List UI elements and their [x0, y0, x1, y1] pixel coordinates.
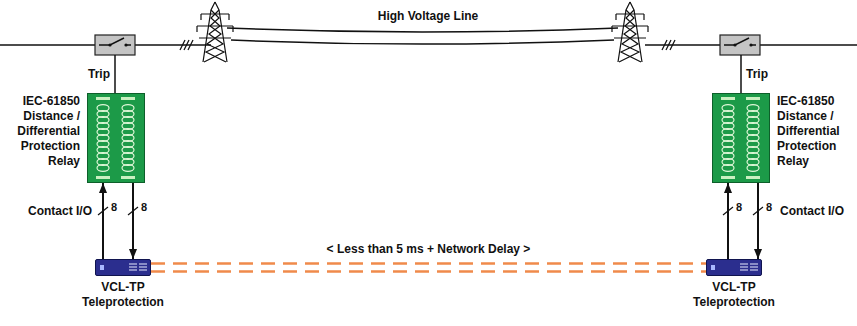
transmission-tower-part [197, 14, 233, 38]
io-label: Contact I/O [28, 204, 92, 218]
contact-io-arrow [758, 183, 759, 259]
device-panel-part [139, 264, 147, 265]
device-panel [96, 260, 150, 275]
circuit-breaker [720, 35, 760, 55]
relay-coils-part [746, 176, 760, 179]
relay-coils-part [721, 176, 735, 179]
circuit-breaker-part [720, 35, 760, 55]
relay-coils-part [96, 97, 110, 100]
device-panel [707, 260, 761, 275]
teleprotection-unit: VCL-TP Teleprotection [95, 259, 151, 276]
dashed-link [151, 270, 706, 273]
relay-coils [88, 94, 144, 182]
relay-label: IEC-61850 Distance / Differential Protec… [777, 94, 851, 169]
line-conductor-part [0, 44, 95, 46]
contact-io-arrow [728, 183, 729, 259]
transmission-tower-part [204, 10, 226, 62]
protection-relay: IEC-61850 Distance / Differential Protec… [712, 93, 770, 183]
latency-label: < Less than 5 ms + Network Delay > [324, 242, 534, 256]
line-conductor-part [227, 28, 618, 32]
device-panel-part [740, 267, 748, 268]
device-panel-part [129, 270, 137, 271]
dashed-link [151, 262, 706, 265]
relay-coils [713, 94, 769, 182]
hash-marks-part [670, 40, 675, 50]
relay-coils-part [722, 165, 734, 172]
transmission-tower-part [612, 14, 648, 32]
device-panel-part [750, 264, 758, 265]
device-panel-part [711, 265, 715, 270]
circuit-breaker-part [95, 35, 135, 55]
hash-marks-part [188, 40, 193, 50]
line-conductor-part [760, 44, 857, 46]
arrow-line [102, 183, 104, 259]
hash-marks [180, 40, 675, 50]
transmission-tower-part [197, 14, 233, 32]
device-panel-part [740, 264, 748, 265]
contact-io-arrow [133, 183, 134, 259]
circuit-breaker-part [733, 43, 736, 46]
relay-coils-part [96, 176, 110, 179]
relay-coils-part [721, 97, 735, 100]
protection-relay: IEC-61850 Distance / Differential Protec… [87, 93, 145, 183]
transmission-tower-part [619, 10, 641, 62]
bus-width: 8 [736, 200, 742, 214]
line-title: High Voltage Line [378, 9, 478, 23]
arrow-line [727, 183, 729, 259]
transmission-tower [197, 2, 233, 62]
relay-coils-part [746, 97, 760, 100]
circuit-breaker-part [749, 43, 752, 46]
device-label: VCL-TP Teleprotection [67, 280, 179, 310]
line-conductor-part [231, 40, 614, 44]
relay-coils-part [97, 165, 109, 172]
transmission-tower [612, 2, 648, 62]
relay-coils-part [121, 176, 135, 179]
teleprotection-unit: VCL-TP Teleprotection [706, 259, 762, 276]
line-conductor-part [135, 44, 211, 46]
relay-coils-part [747, 165, 759, 172]
network-link [151, 264, 706, 272]
trip-label: Trip [746, 67, 768, 81]
io-label: Contact I/O [780, 204, 844, 218]
trip-wire [115, 55, 741, 93]
bus-width: 8 [766, 200, 772, 214]
circuit-breaker-part [108, 43, 111, 46]
transmission-tower-part [203, 2, 227, 62]
device-panel-part [139, 267, 147, 268]
line-conductor-part [645, 44, 720, 46]
arrow-line [757, 183, 759, 259]
arrow-line [132, 183, 134, 259]
device-panel-part [740, 270, 748, 271]
transmission-tower-part [612, 14, 648, 38]
circuit-breaker [95, 35, 135, 55]
device-panel-part [129, 264, 137, 265]
transmission-tower-part [618, 2, 642, 62]
trip-label: Trip [88, 67, 110, 81]
device-panel-part [750, 270, 758, 271]
device-panel-part [129, 267, 137, 268]
trip-wire-part [114, 55, 116, 93]
device-panel-part [139, 270, 147, 271]
circuit-breaker-part [124, 43, 127, 46]
bus-width: 8 [141, 200, 147, 214]
device-label: VCL-TP Teleprotection [678, 280, 790, 310]
relay-coils-part [121, 97, 135, 100]
bus-width: 8 [111, 200, 117, 214]
trip-wire-part [740, 55, 742, 93]
contact-io-arrow [103, 183, 104, 259]
device-panel-part [750, 267, 758, 268]
relay-label: IEC-61850 Distance / Differential Protec… [6, 94, 80, 169]
relay-coils-part [122, 165, 134, 172]
device-panel-part [100, 265, 104, 270]
bus-slash [98, 207, 763, 215]
